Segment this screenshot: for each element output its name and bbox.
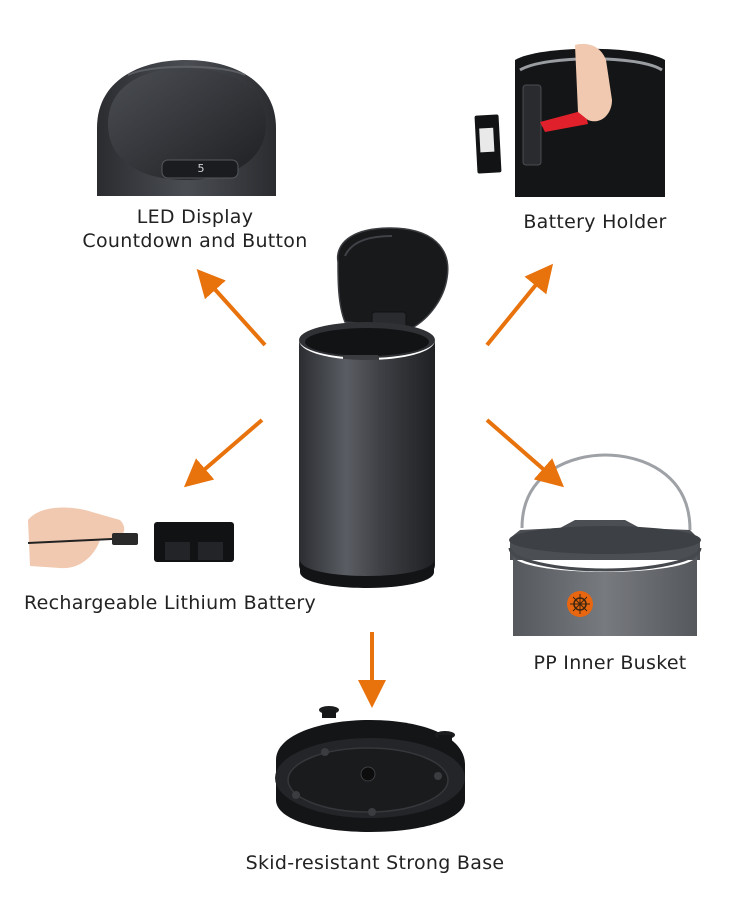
led-display-label-line2: Countdown and Button xyxy=(82,230,308,252)
trash-can-product xyxy=(299,227,449,588)
usb-plug xyxy=(112,533,138,545)
battery-holder-product xyxy=(505,40,667,197)
usb-cable xyxy=(27,538,113,544)
inner-basket-label: PP Inner Busket xyxy=(533,652,687,674)
lid-product xyxy=(97,60,276,196)
led-panel-digit: 5 xyxy=(197,162,205,175)
fan-logo-icon xyxy=(567,591,593,617)
rubber-foot xyxy=(319,706,339,718)
hand-icon xyxy=(28,507,125,569)
basket-handle xyxy=(520,453,692,531)
inner-basket-product xyxy=(508,453,702,636)
battery-pack-small xyxy=(474,114,502,174)
hand-icon xyxy=(575,43,612,122)
arrow-icon xyxy=(485,418,565,488)
rubber-foot xyxy=(435,731,455,743)
arrow-icon xyxy=(485,263,554,347)
battery-holder-label: Battery Holder xyxy=(523,211,667,233)
battery-pack xyxy=(154,522,234,562)
arrow-icon xyxy=(183,418,264,488)
led-display-label-line1: LED Display xyxy=(136,206,254,228)
rechargeable-battery-label: Rechargeable Lithium Battery xyxy=(23,592,317,614)
base-label: Skid-resistant Strong Base xyxy=(245,852,505,874)
base-product xyxy=(275,720,465,832)
led-display-label: LED Display Countdown and Button xyxy=(40,205,350,253)
arrow-icon xyxy=(196,269,267,347)
